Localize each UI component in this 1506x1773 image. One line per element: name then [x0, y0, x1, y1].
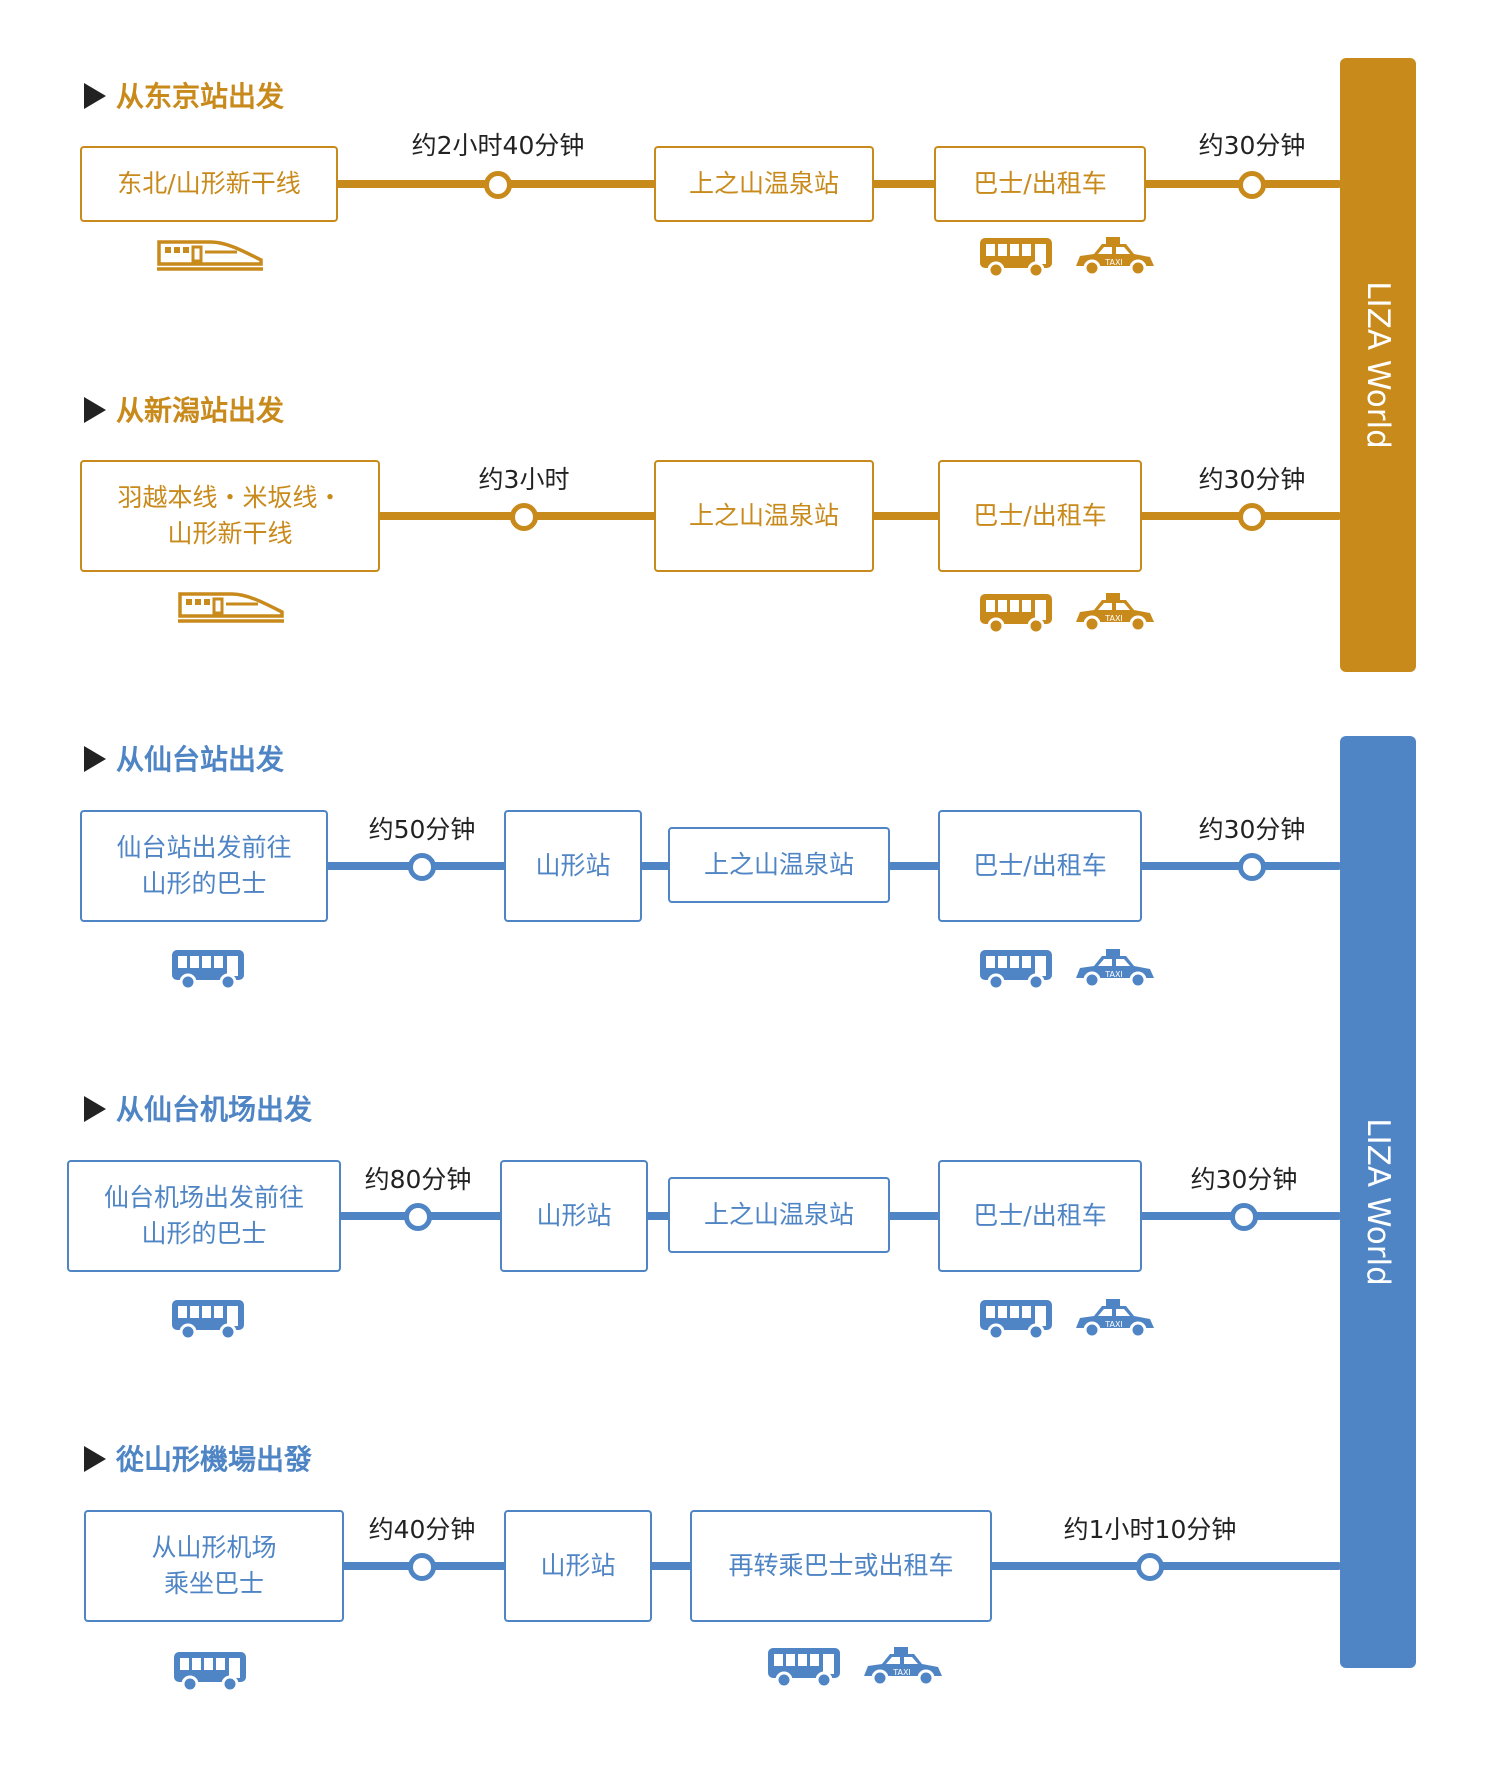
travel-time: 约3小时 — [478, 465, 570, 494]
stop-dot — [408, 853, 436, 881]
taxi-icon: TAXI — [1076, 237, 1154, 277]
route-box: 上之山温泉站 — [668, 1177, 890, 1253]
travel-time: 约30分钟 — [1198, 131, 1306, 160]
route-title: 从仙台机场出发 — [84, 1093, 312, 1127]
bus-icon — [174, 1652, 246, 1693]
stop-dot — [510, 503, 538, 531]
taxi-icon: TAXI — [864, 1647, 942, 1687]
route-box: 山形站 — [504, 1510, 652, 1622]
train-icon — [178, 592, 284, 623]
play-arrow-icon — [84, 1446, 106, 1472]
bus-icon — [768, 1648, 840, 1689]
bus-icon — [980, 950, 1052, 991]
route-box: 仙台站出发前往 山形的巴士 — [80, 810, 328, 922]
route-title: 從山形機場出發 — [84, 1443, 312, 1477]
route-title: 从仙台站出发 — [84, 743, 284, 777]
travel-time: 约50分钟 — [368, 815, 476, 844]
taxi-sign: TAXI — [892, 1668, 911, 1677]
stop-dot — [1230, 1203, 1258, 1231]
destination-bar-gold: LIZA World — [1340, 58, 1416, 672]
stop-dot — [404, 1203, 432, 1231]
taxi-sign: TAXI — [1104, 258, 1123, 267]
route-title: 从东京站出发 — [84, 80, 284, 114]
route-box: 巴士/出租车 — [938, 460, 1142, 572]
route-box: 仙台机场出发前往 山形的巴士 — [67, 1160, 341, 1272]
play-arrow-icon — [84, 397, 106, 423]
stop-dot — [408, 1553, 436, 1581]
taxi-icon: TAXI — [1076, 1299, 1154, 1339]
stop-dot — [1136, 1553, 1164, 1581]
destination-label: LIZA World — [1360, 1118, 1396, 1286]
taxi-sign: TAXI — [1104, 614, 1123, 623]
stop-dot — [1238, 853, 1266, 881]
destination-label: LIZA World — [1360, 281, 1396, 449]
taxi-sign: TAXI — [1104, 970, 1123, 979]
route-box: 上之山温泉站 — [668, 827, 890, 903]
route-box: 东北/山形新干线 — [80, 146, 338, 222]
travel-time: 约1小时10分钟 — [1063, 1515, 1237, 1544]
route-box: 从山形机场 乘坐巴士 — [84, 1510, 344, 1622]
route-box: 羽越本线・米坂线・ 山形新干线 — [80, 460, 380, 572]
travel-time: 约30分钟 — [1190, 1165, 1298, 1194]
route-title: 从新潟站出发 — [84, 394, 284, 428]
play-arrow-icon — [84, 83, 106, 109]
play-arrow-icon — [84, 746, 106, 772]
travel-time: 约40分钟 — [368, 1515, 476, 1544]
stop-dot — [484, 171, 512, 199]
bus-icon — [172, 1300, 244, 1341]
travel-time: 约80分钟 — [364, 1165, 472, 1194]
route-box: 上之山温泉站 — [654, 460, 874, 572]
train-icon — [157, 240, 263, 271]
taxi-sign: TAXI — [1104, 1320, 1123, 1329]
route-box: 巴士/出租车 — [934, 146, 1146, 222]
bus-icon — [980, 238, 1052, 279]
route-box: 巴士/出租车 — [938, 1160, 1142, 1272]
bus-icon — [172, 950, 244, 991]
taxi-icon: TAXI — [1076, 949, 1154, 989]
route-box: 再转乘巴士或出租车 — [690, 1510, 992, 1622]
route-box: 上之山温泉站 — [654, 146, 874, 222]
destination-bar-blue: LIZA World — [1340, 736, 1416, 1668]
travel-time: 约2小时40分钟 — [411, 131, 585, 160]
taxi-icon: TAXI — [1076, 593, 1154, 633]
route-box: 山形站 — [500, 1160, 648, 1272]
stop-dot — [1238, 171, 1266, 199]
travel-time: 约30分钟 — [1198, 465, 1306, 494]
route-box: 山形站 — [504, 810, 642, 922]
stop-dot — [1238, 503, 1266, 531]
play-arrow-icon — [84, 1096, 106, 1122]
route-box: 巴士/出租车 — [938, 810, 1142, 922]
travel-time: 约30分钟 — [1198, 815, 1306, 844]
bus-icon — [980, 594, 1052, 635]
bus-icon — [980, 1300, 1052, 1341]
